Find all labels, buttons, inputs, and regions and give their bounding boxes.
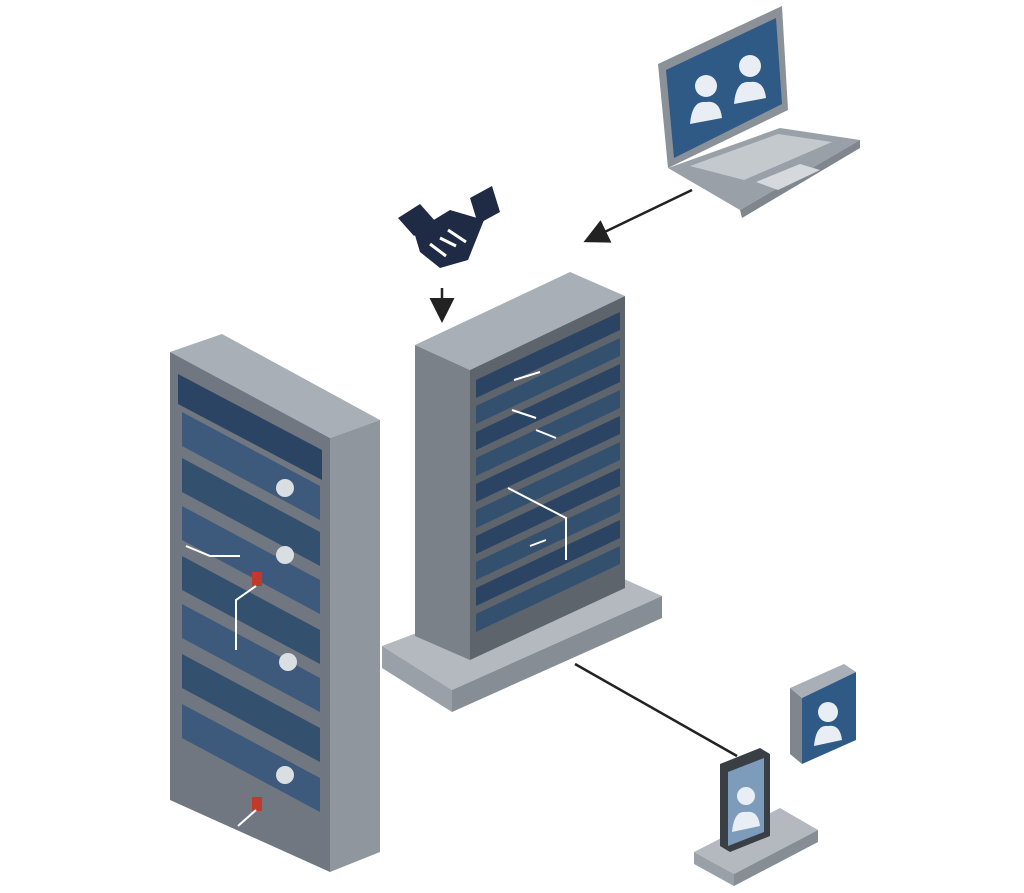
handshake-icon (398, 186, 500, 268)
cabinet-indicators (276, 479, 297, 784)
laptop-trackpad (756, 164, 820, 190)
laptop-keyboard (690, 134, 832, 180)
user-profile-icon (790, 664, 856, 764)
rack-cables (507, 371, 567, 560)
smartphone-icon (694, 748, 818, 886)
server-rack-icon (382, 272, 662, 712)
edge-rack-to-smartphone (574, 662, 738, 758)
server-bays (476, 312, 620, 632)
rack-base-side (452, 596, 662, 712)
profile-avatar (814, 702, 842, 746)
phone-user-avatar (732, 787, 760, 832)
cabinet-cables (185, 545, 257, 827)
connector-lines (429, 188, 738, 758)
edge-laptop-to-rack (583, 188, 693, 243)
laptop-user-avatar-right (734, 55, 766, 104)
phone-stand-front (694, 852, 734, 886)
rack-base-front (382, 646, 452, 712)
laptop-icon (658, 6, 860, 218)
phone-stand-side (734, 830, 818, 886)
cabinet-panels (178, 374, 322, 812)
cabinet-alert-lights (252, 572, 262, 811)
equipment-cabinet-icon (170, 334, 380, 872)
laptop-user-avatar-left (690, 75, 722, 124)
